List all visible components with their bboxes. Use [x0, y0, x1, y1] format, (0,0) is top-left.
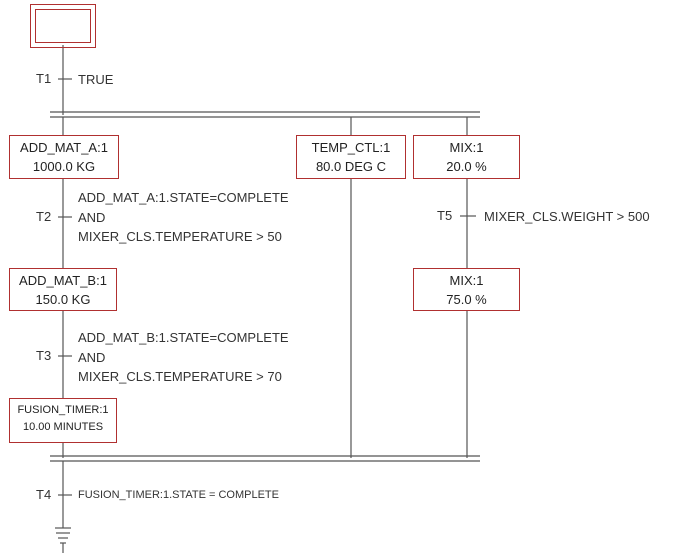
step-name: ADD_MAT_A:1 [20, 140, 108, 155]
step-value: 80.0 DEG C [315, 159, 387, 174]
transition-t1-label: T1 [36, 71, 52, 86]
transition-t3-condition[interactable]: ADD_MAT_B:1.STATE=COMPLETE AND MIXER_CLS… [78, 328, 289, 387]
transition-t3-label: T3 [36, 348, 52, 363]
transition-t2-condition[interactable]: ADD_MAT_A:1.STATE=COMPLETE AND MIXER_CLS… [78, 188, 289, 247]
step-value: 10.00 MINUTES [22, 421, 104, 433]
transition-t5-label: T5 [437, 208, 453, 223]
step-add-mat-a[interactable]: ADD_MAT_A:1 1000.0 KG [9, 135, 119, 179]
transition-t4-label: T4 [36, 487, 52, 502]
transition-t2-label: T2 [36, 209, 52, 224]
condition-line: ADD_MAT_A:1.STATE=COMPLETE [78, 190, 289, 205]
condition-line: ADD_MAT_B:1.STATE=COMPLETE [78, 330, 289, 345]
condition-line: FUSION_TIMER:1.STATE = COMPLETE [78, 489, 279, 501]
initial-step[interactable] [30, 4, 96, 48]
step-value: 1000.0 KG [32, 159, 96, 174]
step-temp-ctl[interactable]: TEMP_CTL:1 80.0 DEG C [296, 135, 406, 179]
step-name: MIX:1 [449, 140, 484, 155]
transition-t4-condition[interactable]: FUSION_TIMER:1.STATE = COMPLETE [78, 486, 279, 506]
step-fusion-timer[interactable]: FUSION_TIMER:1 10.00 MINUTES [9, 398, 117, 443]
step-value: 150.0 KG [35, 292, 91, 307]
step-name: TEMP_CTL:1 [311, 140, 391, 155]
condition-line: AND [78, 209, 106, 225]
step-value: 20.0 % [446, 159, 487, 174]
condition-line: MIXER_CLS.TEMPERATURE > 70 [78, 369, 282, 384]
condition-line: MIXER_CLS.TEMPERATURE > 50 [78, 229, 282, 244]
condition-line: MIXER_CLS.WEIGHT > 500 [484, 209, 650, 224]
step-value: 75.0 % [446, 292, 487, 307]
step-name: ADD_MAT_B:1 [19, 273, 107, 288]
step-add-mat-b[interactable]: ADD_MAT_B:1 150.0 KG [9, 268, 117, 311]
initial-step-inner [35, 9, 91, 43]
step-mix-1[interactable]: MIX:1 20.0 % [413, 135, 520, 179]
condition-line: TRUE [78, 72, 114, 87]
step-name: FUSION_TIMER:1 [17, 404, 109, 416]
step-mix-2[interactable]: MIX:1 75.0 % [413, 268, 520, 311]
condition-line: AND [78, 349, 106, 365]
transition-t1-condition[interactable]: TRUE [78, 70, 113, 90]
transition-t5-condition[interactable]: MIXER_CLS.WEIGHT > 500 [484, 207, 650, 227]
step-name: MIX:1 [449, 273, 484, 288]
